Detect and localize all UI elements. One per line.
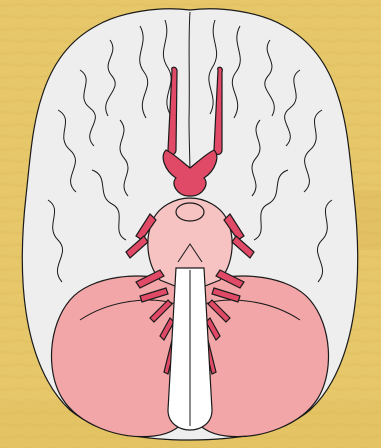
mammillary-bodies: [176, 203, 204, 221]
